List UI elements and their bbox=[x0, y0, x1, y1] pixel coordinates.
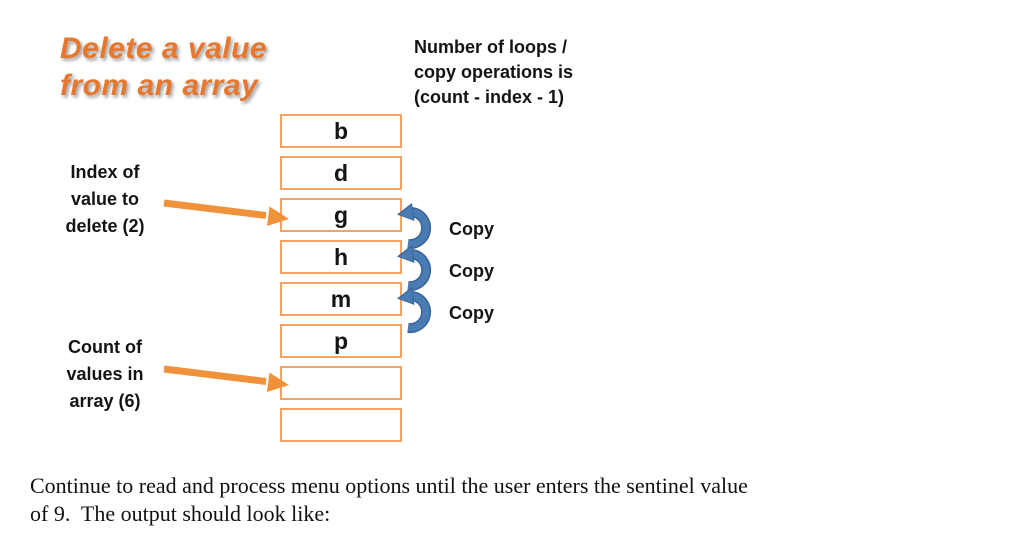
loops-note: Number of loops / copy operations is (co… bbox=[414, 35, 624, 110]
page-title: Delete a value from an array bbox=[60, 30, 320, 104]
count-of-values-label: Count of values in array (6) bbox=[35, 334, 175, 415]
index-label-line: delete (2) bbox=[65, 216, 145, 236]
loops-note-line: (count - index - 1) bbox=[414, 87, 564, 107]
count-label-line: values in bbox=[66, 364, 144, 384]
index-label-line: value to bbox=[70, 189, 140, 209]
array-column: b d g h m p bbox=[280, 114, 402, 450]
index-of-value-label: Index of value to delete (2) bbox=[35, 159, 175, 240]
array-cell-2: g bbox=[280, 198, 402, 232]
index-label-line: Index of bbox=[70, 162, 140, 182]
array-cell-7 bbox=[280, 408, 402, 442]
copy-label-1: Copy bbox=[449, 219, 494, 239]
count-label-line: Count of bbox=[68, 337, 142, 357]
body-paragraph-line: Continue to read and process menu option… bbox=[30, 473, 748, 498]
count-pointer-arrow bbox=[163, 365, 289, 392]
body-paragraph-line: of 9. The output should look like: bbox=[30, 501, 331, 526]
loops-note-line: Number of loops / bbox=[414, 37, 567, 57]
copy-label-2: Copy bbox=[449, 261, 494, 281]
loops-note-line: copy operations is bbox=[414, 62, 574, 82]
body-paragraph: Continue to read and process menu option… bbox=[30, 472, 990, 528]
array-cell-5: p bbox=[280, 324, 402, 358]
index-pointer-arrow bbox=[163, 199, 289, 226]
count-label-line: array (6) bbox=[69, 391, 141, 411]
array-cell-3: h bbox=[280, 240, 402, 274]
page-title-line: from an array bbox=[60, 69, 259, 102]
array-cell-0: b bbox=[280, 114, 402, 148]
array-cell-1: d bbox=[280, 156, 402, 190]
copy-label-3: Copy bbox=[449, 303, 494, 323]
array-cell-6 bbox=[280, 366, 402, 400]
array-cell-4: m bbox=[280, 282, 402, 316]
page-title-line: Delete a value bbox=[60, 32, 268, 65]
